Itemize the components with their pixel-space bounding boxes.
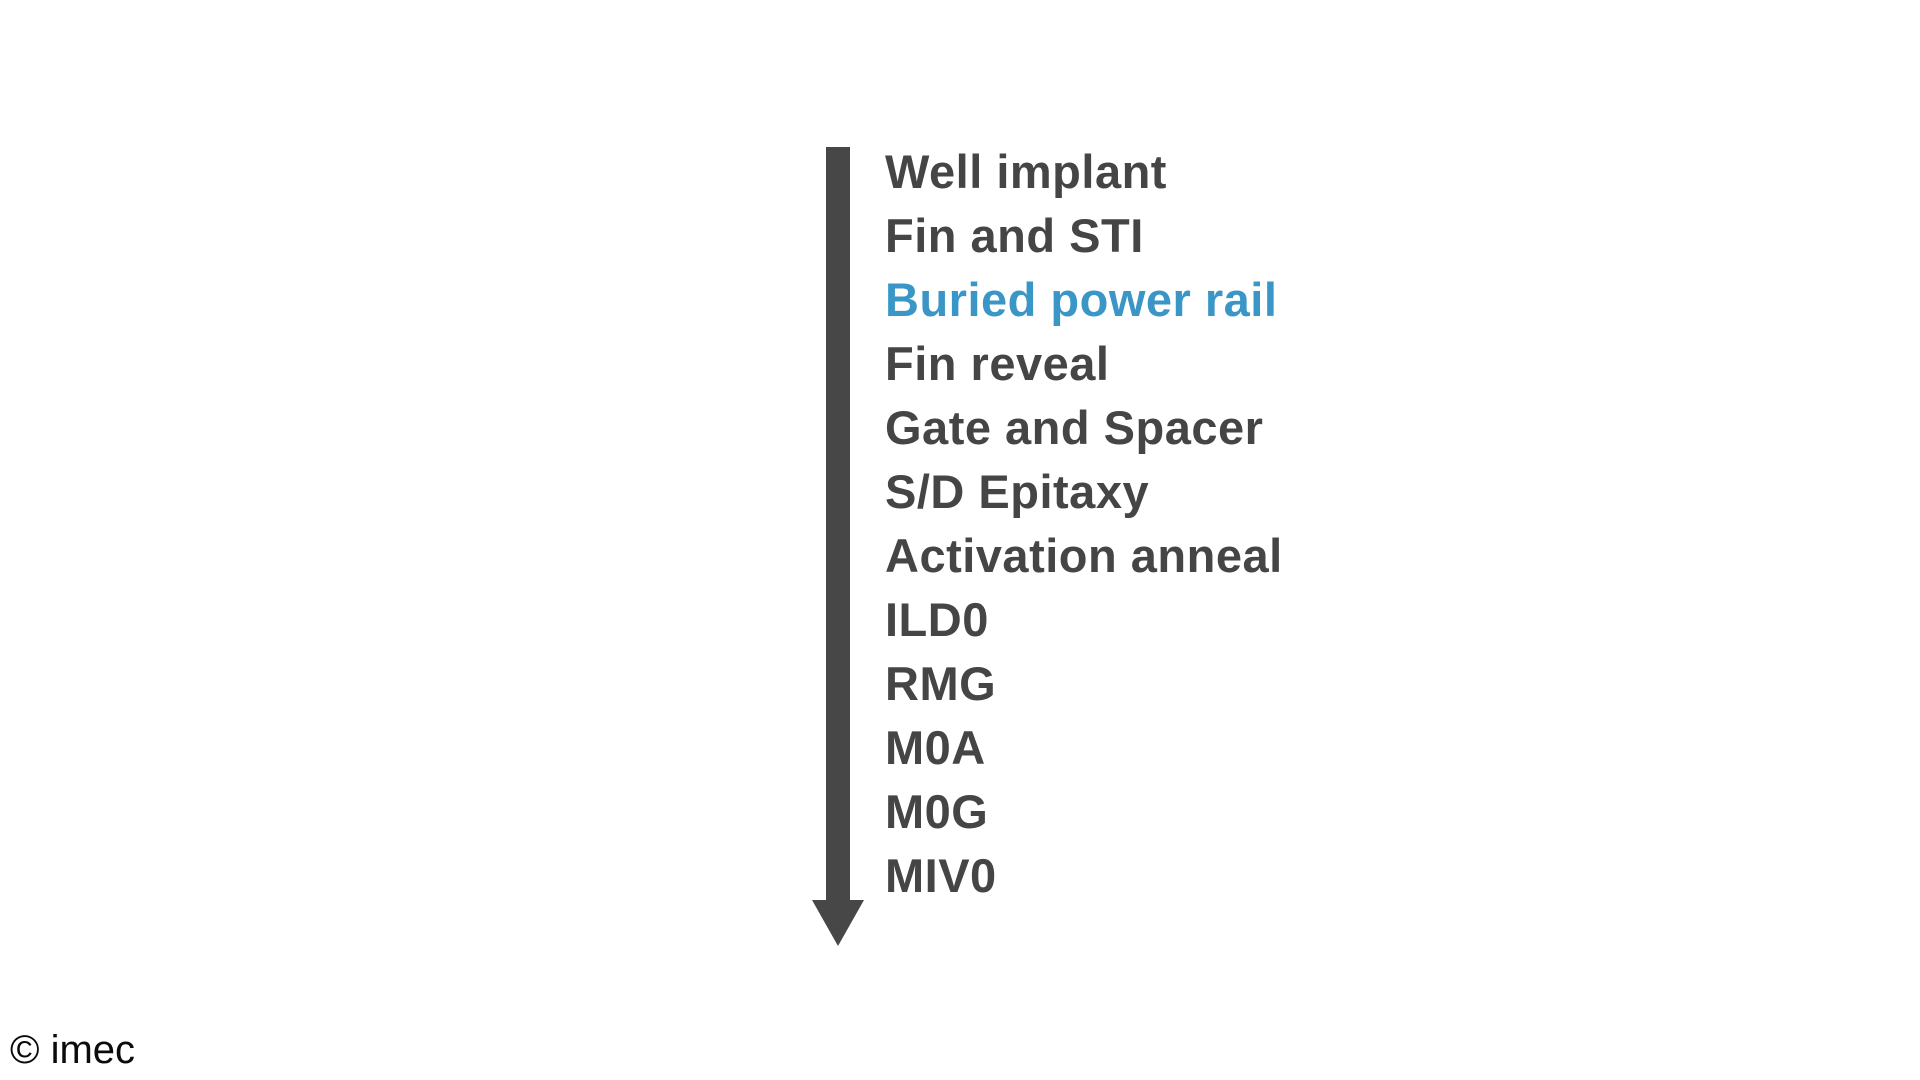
copyright-notice: © imec — [10, 1028, 136, 1072]
process-step: Gate and Spacer — [885, 401, 1264, 454]
process-step: Fin and STI — [885, 209, 1144, 262]
process-step: Activation anneal — [885, 529, 1283, 582]
process-step: M0A — [885, 721, 986, 774]
process-step: RMG — [885, 657, 997, 710]
process-step: ILD0 — [885, 593, 989, 646]
down-arrow-shaft-icon — [826, 147, 850, 902]
process-step: Buried power rail — [885, 273, 1278, 326]
process-step: MIV0 — [885, 849, 997, 902]
process-step: S/D Epitaxy — [885, 465, 1150, 518]
process-step: Well implant — [885, 145, 1167, 198]
down-arrow-head-icon — [812, 900, 864, 946]
process-step: Fin reveal — [885, 337, 1110, 390]
process-step: M0G — [885, 785, 989, 838]
